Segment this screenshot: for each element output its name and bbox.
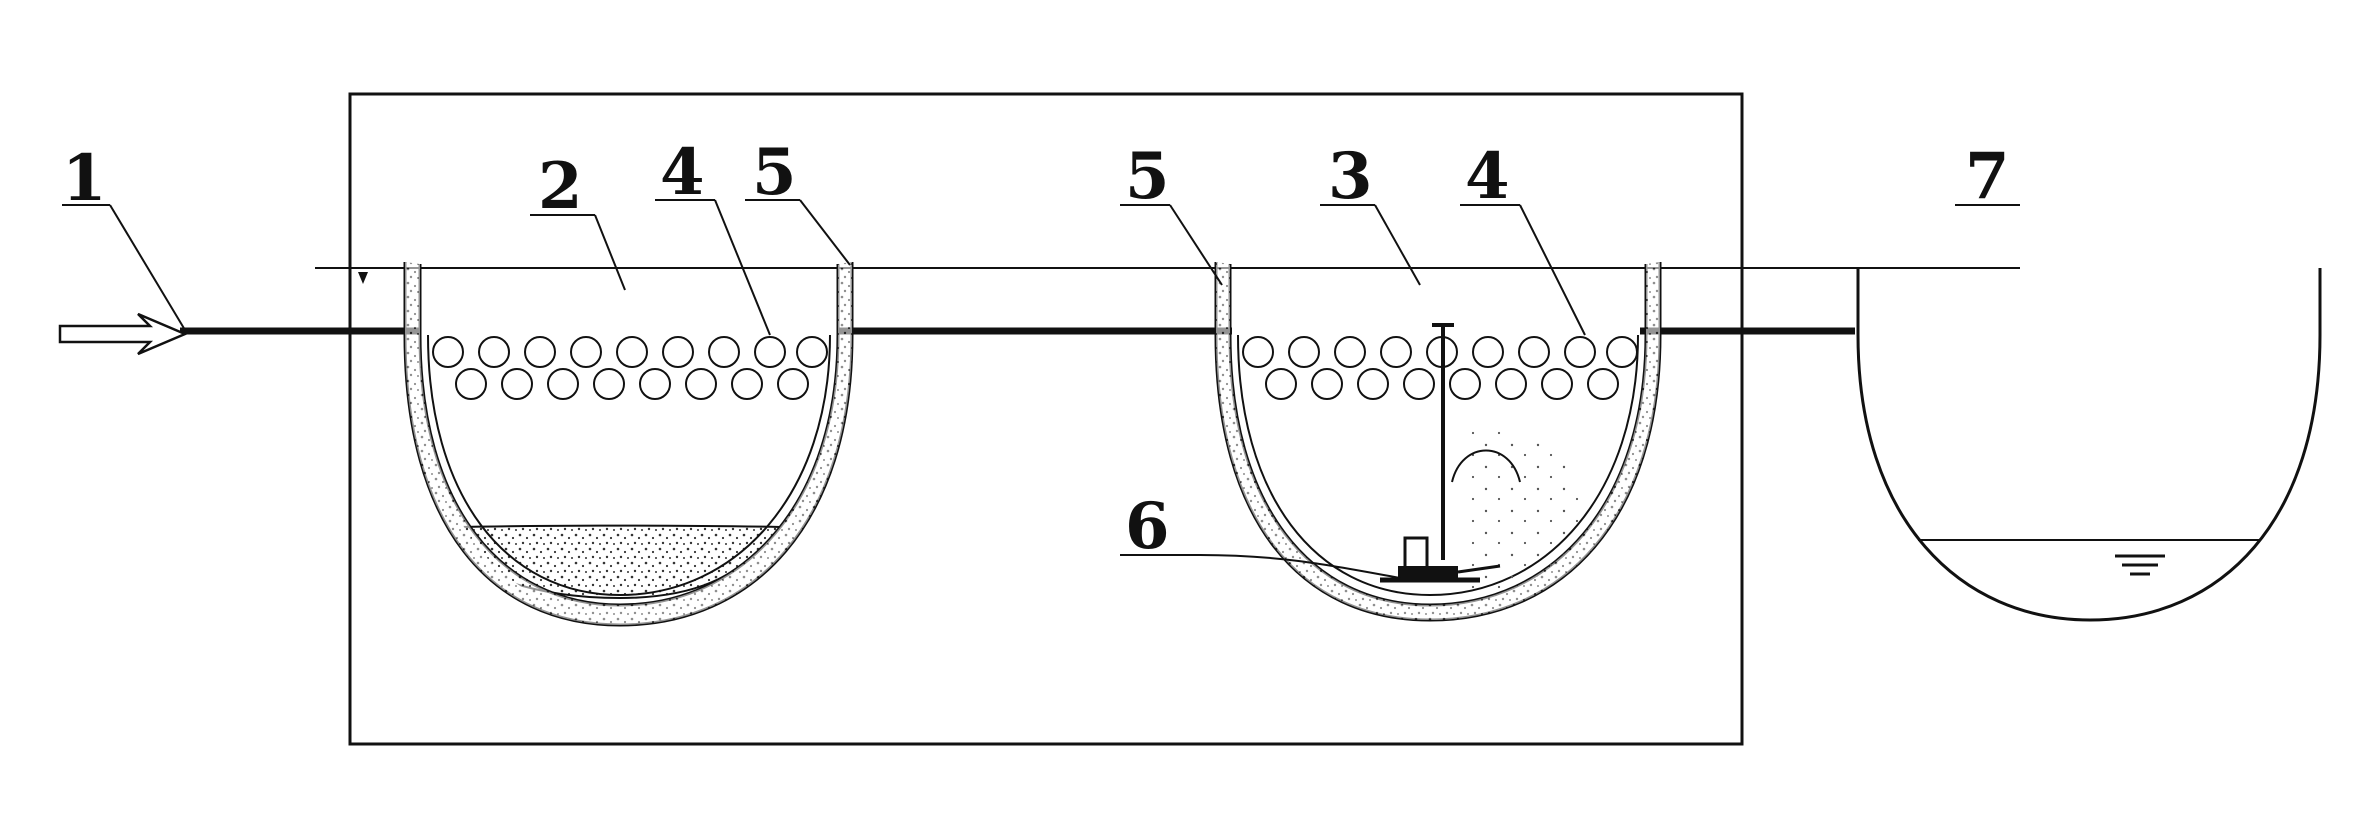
callout-5-tank-3: 5	[1125, 139, 1170, 214]
callout-4-tank-3: 4	[1465, 139, 1510, 214]
callout-7: 7	[1965, 139, 2010, 214]
aerator-device	[1380, 323, 1501, 583]
leader-lines	[62, 199, 2020, 579]
inflow-arrow-icon	[58, 312, 189, 356]
callout-5-tank-2: 5	[752, 135, 797, 210]
callout-3: 3	[1328, 139, 1373, 214]
callout-6: 6	[1125, 489, 1170, 564]
tank-2	[403, 262, 854, 627]
media-balls-tank-3	[1242, 336, 1638, 400]
enclosure-box	[348, 92, 1744, 746]
callout-4-tank-2: 4	[660, 135, 705, 210]
tank-7	[1856, 268, 2322, 622]
media-balls-tank-2	[432, 336, 828, 400]
water-level-symbol-icon	[2115, 554, 2165, 576]
callout-2: 2	[538, 149, 583, 224]
level-marker-icon	[358, 272, 368, 284]
callout-1: 1	[62, 141, 107, 216]
tank-3	[1214, 262, 1662, 622]
